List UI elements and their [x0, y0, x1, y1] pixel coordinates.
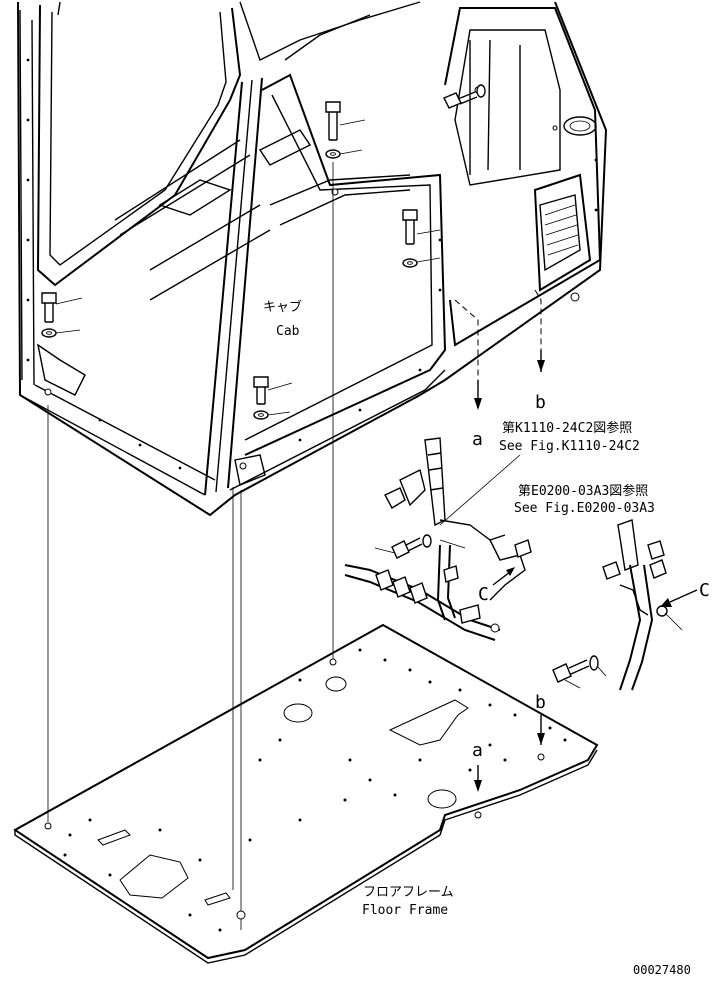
- bolt-icon: [552, 659, 590, 683]
- leader-line: [374, 547, 396, 554]
- mark-a-upper: a: [472, 429, 483, 450]
- alignment-lines: [47, 162, 542, 930]
- floor-frame: [13, 623, 599, 964]
- cab-assembly: [17, 1, 608, 517]
- ref2-label-en: See Fig.E0200-03A3: [514, 501, 655, 516]
- bolt-icon: [253, 376, 269, 405]
- bolt-icon: [443, 91, 478, 109]
- arrow-down-icon: [537, 715, 545, 745]
- cab-rivets: [26, 58, 598, 470]
- washer-icon: [422, 534, 432, 548]
- arrow-left-icon: [660, 589, 698, 607]
- bolt-icon: [41, 292, 57, 323]
- leader-line: [564, 612, 683, 689]
- washer-icon: [253, 410, 269, 420]
- drawing-number: 00027480: [633, 963, 691, 977]
- bolt-icon: [391, 537, 423, 559]
- wire-harness-right: [602, 519, 668, 691]
- arrow-left-icon: [492, 567, 515, 586]
- washer-icon: [402, 258, 418, 268]
- leader-line: [416, 229, 441, 263]
- mark-b-lower: b: [535, 692, 546, 713]
- ref1-label-en: See Fig.K1110-24C2: [499, 439, 640, 454]
- washer-icon: [325, 149, 341, 159]
- leader-line: [339, 119, 366, 155]
- wire-harness: [344, 437, 532, 641]
- mark-c-harness: C: [478, 584, 489, 605]
- floor-frame-label-jp: フロアフレーム: [363, 885, 454, 900]
- bolt-icon: [402, 209, 418, 245]
- leader-line: [439, 539, 466, 549]
- mark-a-lower: a: [472, 740, 483, 761]
- leader-line: [267, 382, 293, 416]
- arrow-down-icon: [474, 765, 482, 792]
- cab-label-jp: キャブ: [263, 299, 302, 315]
- mark-b-upper: b: [535, 392, 546, 413]
- floor-frame-label-en: Floor Frame: [362, 903, 448, 918]
- washer-icon: [589, 655, 599, 671]
- leader-line: [439, 454, 521, 526]
- bolt-icon: [325, 101, 341, 141]
- arrow-down-icon: [474, 380, 482, 410]
- floor-frame-holes: [63, 648, 567, 932]
- washer-icon: [41, 328, 57, 338]
- ref2-label-jp: 第E0200-03A3図参照: [518, 483, 648, 499]
- cab-label-en: Cab: [276, 324, 300, 339]
- mark-c-right: C: [699, 580, 710, 601]
- washer-icon: [476, 84, 486, 98]
- arrow-down-icon: [537, 350, 545, 372]
- ref1-label-jp: 第K1110-24C2図参照: [502, 420, 632, 436]
- leader-line: [55, 297, 83, 334]
